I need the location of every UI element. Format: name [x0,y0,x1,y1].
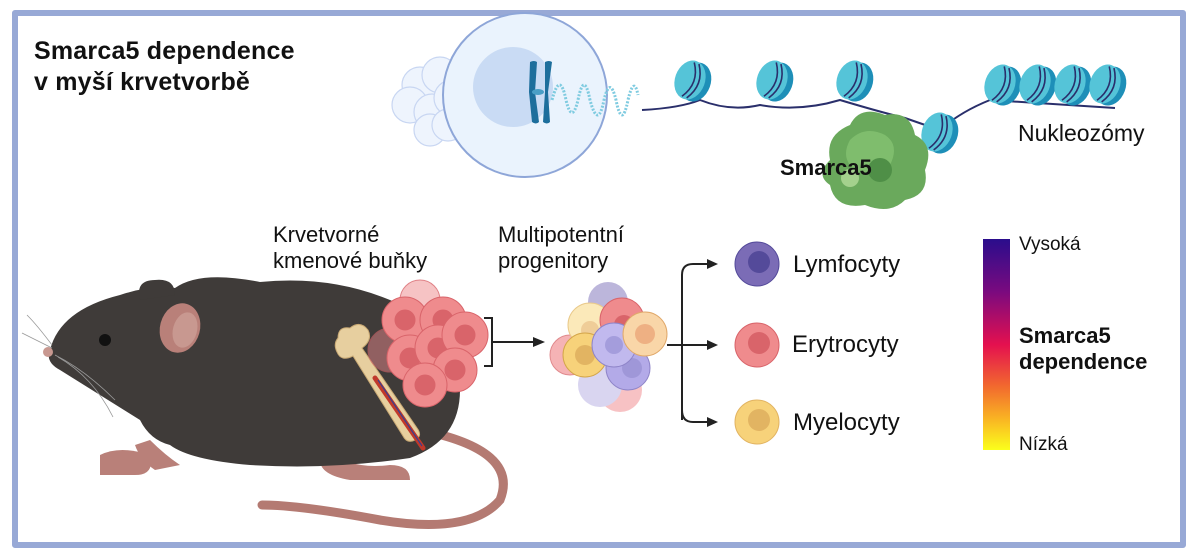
output-label-erythrocytes: Erytrocyty [792,331,899,358]
arrowhead-icon [707,340,718,350]
arrowhead-icon [533,337,545,347]
output-label-lymphocytes: Lymfocyty [793,251,901,278]
mouse-illustration [21,277,508,529]
nucleosome-icon [1089,64,1127,106]
title-line-2: v myší krvetvorbě [34,68,251,96]
mpp-label-line-1: Multipotentní [498,222,624,247]
legend-title: Smarca5 dependence [1019,323,1147,375]
nucleosomes-label: Nukleozómy [1018,120,1145,146]
hsc-cell-cluster [367,279,489,408]
smarca5-label: Smarca5 [780,155,872,180]
legend-high-label: Vysoká [1019,234,1081,255]
output-label-myelocytes: Myelocyty [793,409,900,436]
branch-arrows [667,263,712,423]
hsc-label-line-1: Krvetvorné [273,222,380,247]
mpp-cell-cluster [549,282,668,412]
hsc-label-line-2: kmenové buňky [273,248,428,273]
chromosome-icon [529,61,552,124]
nucleosome-icon [756,60,794,102]
mpp-label: Multipotentní progenitory [498,222,624,274]
legend-low-label: Nízká [1019,434,1068,455]
nucleosome-icon [836,60,874,102]
hsc-label: Krvetvorné kmenové buňky [273,222,427,274]
legend-title-line-1: Smarca5 [1019,323,1111,348]
nucleosome-icon [1054,64,1092,106]
bone-icon [334,324,426,451]
title-line-1: Smarca5 dependence [34,37,295,65]
figure-title: Smarca5 dependence v myší krvetvorbě [34,36,295,98]
myelocyte-cell-icon [734,399,780,445]
nucleosome-icon [921,112,959,154]
cell-icon [442,12,640,178]
nucleosome-icon [984,64,1022,106]
dependence-gradient-bar [983,239,1010,450]
nucleosomes [674,60,1127,154]
chromatin-strand [550,83,640,117]
arrowhead-icon [707,417,718,427]
mpp-label-line-2: progenitory [498,248,609,273]
arrowhead-icon [707,259,718,269]
legend-title-line-2: dependence [1019,349,1148,374]
erythrocyte-cell-icon [734,322,780,368]
nucleosome-icon [1019,64,1057,106]
lymphocyte-cell-icon [734,241,780,287]
nucleosome-icon [674,60,712,102]
smarca5-protein-icon [822,111,929,209]
